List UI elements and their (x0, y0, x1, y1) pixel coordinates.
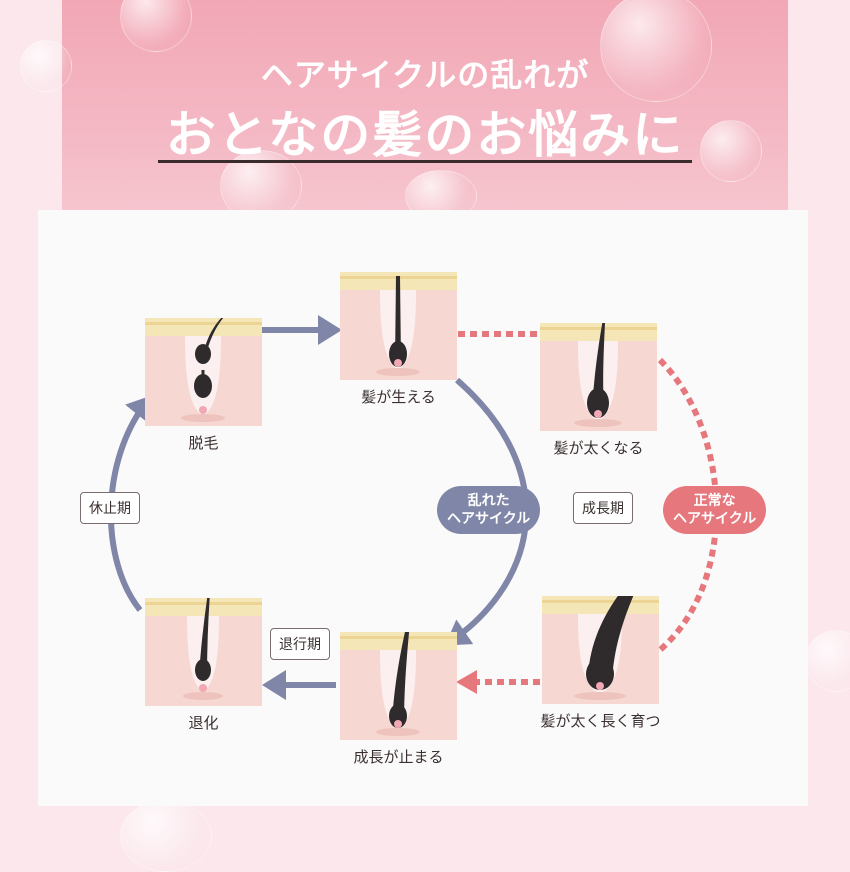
badge-disturbed-line2: ヘアサイクル (447, 511, 531, 527)
badge-normal-line2: ヘアサイクル (673, 511, 757, 527)
title-line-2: おとなの髪のお悩みに (165, 106, 685, 164)
tile-tomaru (340, 632, 457, 740)
badge-disturbed-cycle: 乱れた ヘアサイクル (437, 486, 541, 534)
label-haeru: 髪が生える (361, 388, 436, 406)
bubble-decoration (700, 120, 762, 182)
tile-taika (145, 598, 262, 706)
label-datsumo: 脱毛 (188, 434, 219, 452)
phase-taiko: 退行期 (270, 628, 330, 660)
badge-disturbed-line1: 乱れた (467, 493, 510, 509)
tile-datsumo (145, 318, 262, 426)
bubble-decoration (20, 40, 72, 92)
badge-normal-line1: 正常な (693, 493, 736, 509)
phase-seicho: 成長期 (573, 492, 633, 524)
label-nagaku: 髪が太く長く育つ (540, 712, 661, 730)
bubble-decoration (805, 630, 850, 692)
label-taika: 退化 (188, 714, 219, 732)
phase-kyushi: 休止期 (80, 492, 140, 524)
title-line-1: ヘアサイクルの乱れが (260, 56, 590, 94)
tile-haeru (340, 272, 457, 380)
tile-futokunaru (540, 323, 657, 431)
badge-normal-cycle: 正常な ヘアサイクル (663, 486, 767, 534)
title-underline (158, 160, 692, 163)
tile-nagaku (542, 596, 659, 704)
bubble-decoration (600, 0, 712, 102)
label-tomaru: 成長が止まる (353, 748, 444, 766)
label-futokunaru: 髪が太くなる (553, 439, 644, 457)
